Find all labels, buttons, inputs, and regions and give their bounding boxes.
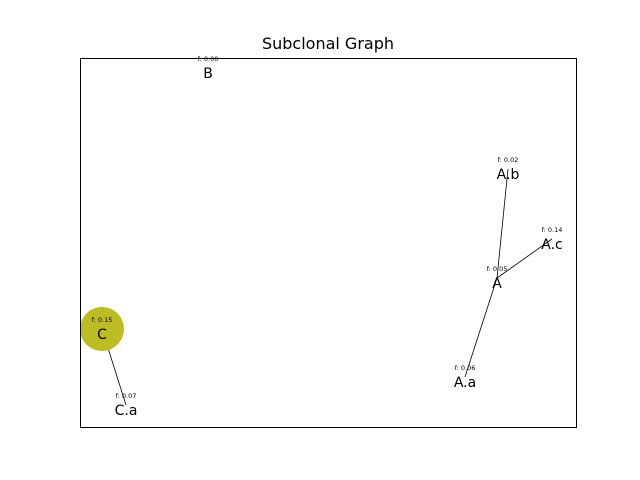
node-c-a-label: C.a: [115, 403, 138, 419]
node-c-a-frequency: f: 0.07: [116, 392, 137, 400]
plot-frame: [80, 58, 577, 428]
node-a-a: f: 0.06A.a: [454, 364, 476, 391]
node-c-marker: [80, 307, 124, 351]
node-a-b-frequency: f: 0.02: [498, 156, 519, 164]
graph-title: Subclonal Graph: [262, 34, 394, 53]
node-a-frequency: f: 0.05: [487, 265, 508, 273]
node-a-label: A: [492, 276, 502, 292]
node-c-a: f: 0.07C.a: [115, 392, 138, 419]
edge-a-to-a-b: [496, 168, 509, 279]
node-c-frequency: f: 0.15: [92, 316, 113, 324]
node-a: f: 0.05A: [487, 265, 508, 292]
node-a-b-label: A.b: [497, 167, 520, 183]
node-b-label: B: [203, 66, 213, 82]
node-a-a-label: A.a: [454, 375, 476, 391]
node-a-a-frequency: f: 0.06: [455, 364, 476, 372]
node-a-c: f: 0.14A.c: [541, 226, 562, 253]
node-c-label: C: [97, 327, 107, 343]
node-a-b: f: 0.02A.b: [497, 156, 520, 183]
node-a-c-frequency: f: 0.14: [542, 226, 563, 234]
node-c: f: 0.15C: [80, 307, 124, 351]
edge-a-to-a-a: [464, 277, 498, 378]
node-a-c-label: A.c: [541, 237, 562, 253]
edge-a-to-a-c: [496, 238, 553, 279]
